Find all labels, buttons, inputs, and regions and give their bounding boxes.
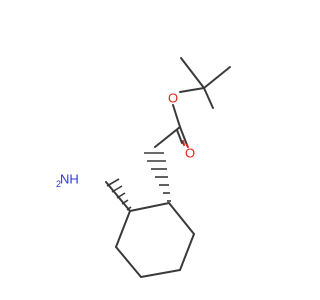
carbonyl-to-ester-o-bond bbox=[172, 104, 181, 128]
tert-butyl-group bbox=[180, 57, 231, 109]
tbutyl-to-methyl-right bbox=[203, 66, 231, 89]
ester-oxygen-label: O bbox=[168, 91, 178, 106]
amine-nh-text: NH bbox=[60, 172, 79, 187]
tbutyl-to-methyl-up bbox=[180, 57, 205, 89]
ring-bond-5 bbox=[179, 233, 195, 271]
ring-bond-3 bbox=[115, 246, 142, 278]
hashed-wedge-bond-side-chain bbox=[144, 152, 171, 202]
amine-label: NH 2 bbox=[56, 172, 79, 190]
carbonyl-double-bond-colored bbox=[176, 129, 189, 148]
ring-bond-7 bbox=[129, 202, 170, 212]
ch2-to-carbonyl-bond bbox=[154, 126, 181, 148]
hashed-wedge-bond-amine bbox=[106, 178, 132, 211]
tbutyl-to-methyl-down bbox=[203, 87, 214, 109]
carbonyl-double-bond-a bbox=[179, 126, 188, 146]
ester-side-chain bbox=[154, 87, 205, 148]
ring-bond-4 bbox=[140, 269, 181, 278]
molecule-drawing: NH 2 O O bbox=[56, 57, 231, 278]
ring-bond-6 bbox=[168, 202, 195, 235]
ring-bond-2 bbox=[115, 210, 131, 248]
amine-subscript-text: 2 bbox=[56, 179, 61, 189]
ester-o-to-tbutyl-bond bbox=[179, 87, 205, 93]
carbonyl-oxygen-label: O bbox=[185, 146, 195, 161]
cyclohexane-ring bbox=[105, 181, 195, 278]
structure-canvas: NH 2 O O bbox=[56, 57, 231, 278]
